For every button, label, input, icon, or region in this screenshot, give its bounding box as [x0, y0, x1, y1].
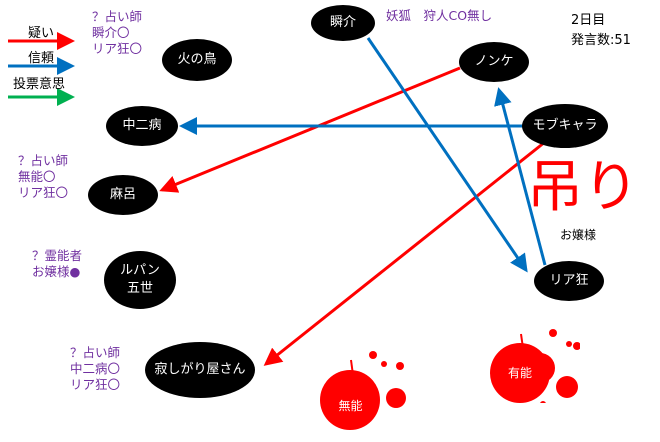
legend-trust-label: 信頼 [28, 51, 55, 66]
node-mobchara[interactable]: モブキャラ [522, 104, 608, 148]
node-sabishigari[interactable]: 寂しがり屋さん [145, 342, 255, 398]
blood-splat-icon [320, 351, 406, 430]
hanging-target: お嬢様 [560, 228, 597, 242]
node-lupin[interactable]: ルパン 五世 [104, 251, 176, 309]
note-lupin: ？霊能者 お嬢様● [32, 248, 83, 279]
legend-doubt-label: 疑い [28, 26, 55, 41]
post-count: 発言数:51 [571, 33, 631, 48]
note-maro: ？占い師 無能〇 リア狂〇 [18, 153, 69, 200]
trust-arrow-shunsuke-riakyou [366, 37, 528, 273]
dead-label-yuno: 有能 [507, 366, 532, 380]
hanging-label: 吊り [527, 155, 639, 220]
trust-arrow-riakyou-nonke [494, 87, 547, 266]
dead-label-muno: 無能 [338, 399, 363, 413]
doubt-arrow-mob-sabishigari [263, 140, 546, 366]
node-hinotori[interactable]: 火の鳥 [162, 39, 232, 81]
blood-splat-icon [490, 329, 581, 407]
doubt-arrow-nonke-maro [159, 66, 461, 193]
note-shunsuke: 妖狐 狩人CO無し [386, 8, 493, 23]
dead-blot-yuno[interactable]: 有能 [485, 318, 581, 407]
node-maro[interactable]: 麻呂 [88, 175, 158, 215]
legend-vote-label: 投票意思 [13, 77, 66, 92]
dead-blot-muno[interactable]: 無能 [318, 350, 413, 438]
node-chuunibyou[interactable]: 中二病 [106, 106, 178, 146]
note-sabishigari: ？占い師 中二病〇 リア狂〇 [70, 345, 121, 392]
day-label: 2日目 [571, 13, 606, 28]
node-shunsuke[interactable]: 瞬介 [311, 5, 375, 41]
note-hinotori: ？占い師 瞬介〇 リア狂〇 [92, 9, 143, 56]
node-nonke[interactable]: ノンケ [459, 42, 529, 82]
node-riakyou[interactable]: リア狂 [534, 261, 604, 301]
